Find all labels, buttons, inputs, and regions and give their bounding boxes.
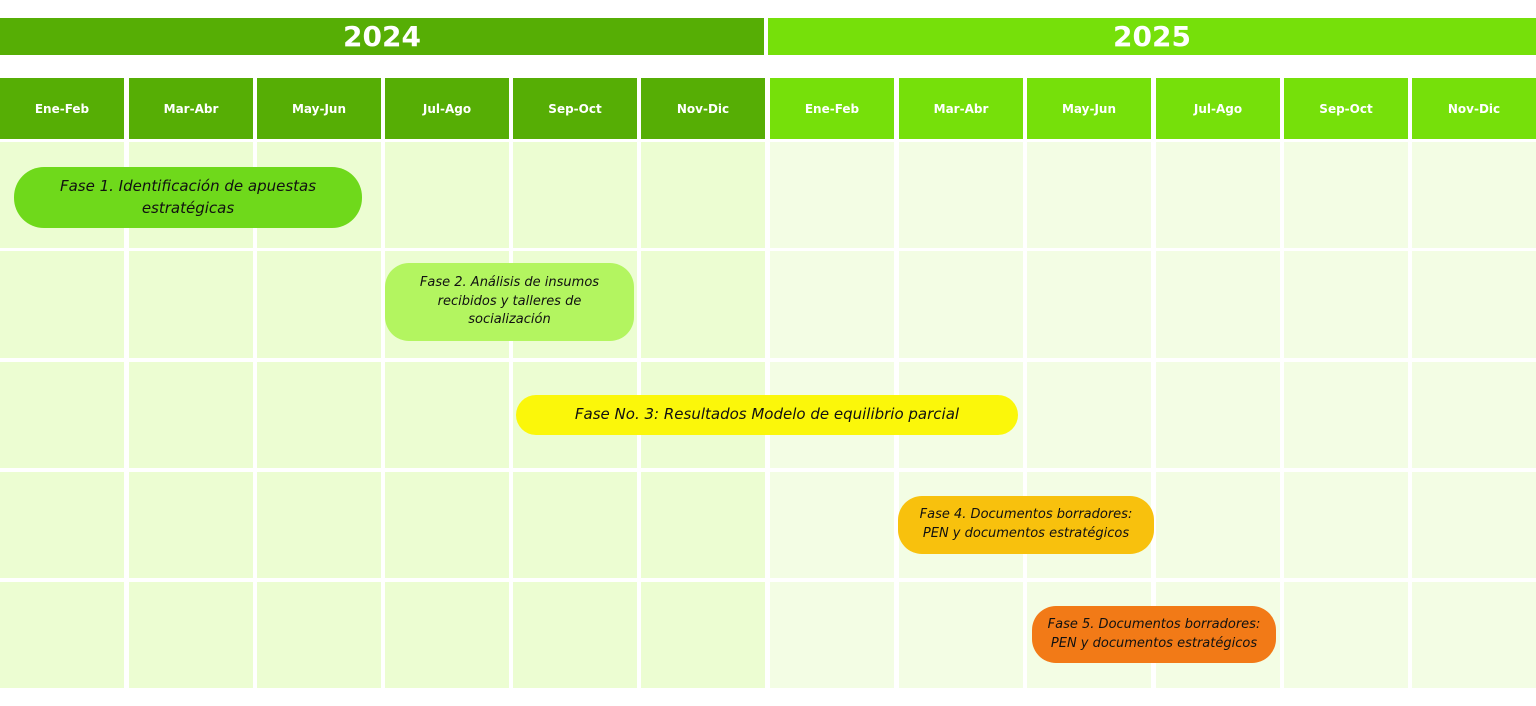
phase-2-bar: Fase 2. Análisis de insumos recibidos y … bbox=[385, 263, 634, 341]
grid-cell bbox=[899, 142, 1023, 248]
grid-cell bbox=[1412, 582, 1536, 688]
grid-cell bbox=[257, 362, 381, 468]
grid-cell bbox=[1284, 362, 1408, 468]
grid-cell bbox=[770, 251, 894, 358]
grid-cell bbox=[770, 582, 894, 688]
year-header-2025: 2025 bbox=[768, 18, 1536, 55]
grid-cell bbox=[129, 472, 253, 578]
grid-cell bbox=[641, 142, 765, 248]
phase-3-bar: Fase No. 3: Resultados Modelo de equilib… bbox=[516, 395, 1018, 435]
grid-cell bbox=[1156, 472, 1280, 578]
grid-cell bbox=[513, 472, 637, 578]
grid-cell bbox=[385, 472, 509, 578]
grid-cell bbox=[513, 582, 637, 688]
phase-1-bar: Fase 1. Identificación de apuestas estra… bbox=[14, 167, 362, 228]
period-header: Ene-Feb bbox=[0, 78, 124, 139]
grid-cell bbox=[0, 472, 124, 578]
grid-cell bbox=[770, 472, 894, 578]
period-header: Jul-Ago bbox=[1156, 78, 1280, 139]
grid-cell bbox=[899, 251, 1023, 358]
grid-cell bbox=[1027, 251, 1151, 358]
grid-cell bbox=[1156, 142, 1280, 248]
period-header: May-Jun bbox=[257, 78, 381, 139]
grid-cell bbox=[385, 362, 509, 468]
period-header: Jul-Ago bbox=[385, 78, 509, 139]
phase-5-bar: Fase 5. Documentos borradores: PEN y doc… bbox=[1032, 606, 1276, 663]
grid-cell bbox=[1284, 472, 1408, 578]
grid-cell bbox=[1284, 582, 1408, 688]
period-header: Nov-Dic bbox=[641, 78, 765, 139]
grid-cell bbox=[641, 472, 765, 578]
grid-cell bbox=[0, 362, 124, 468]
period-header: Sep-Oct bbox=[513, 78, 637, 139]
grid-cell bbox=[129, 362, 253, 468]
grid-cell bbox=[641, 251, 765, 358]
period-header: Nov-Dic bbox=[1412, 78, 1536, 139]
period-header: Mar-Abr bbox=[899, 78, 1023, 139]
grid-cell bbox=[641, 582, 765, 688]
period-header: Sep-Oct bbox=[1284, 78, 1408, 139]
grid-cell bbox=[0, 251, 124, 358]
grid-cell bbox=[770, 142, 894, 248]
grid-cell bbox=[1284, 142, 1408, 248]
grid-cell bbox=[385, 142, 509, 248]
grid-cell bbox=[1027, 362, 1151, 468]
grid-cell bbox=[129, 582, 253, 688]
grid-cell bbox=[513, 142, 637, 248]
grid-cell bbox=[257, 582, 381, 688]
grid-cell bbox=[1412, 251, 1536, 358]
period-header: Ene-Feb bbox=[770, 78, 894, 139]
grid-cell bbox=[1284, 251, 1408, 358]
period-header: May-Jun bbox=[1027, 78, 1151, 139]
grid-cell bbox=[1412, 362, 1536, 468]
grid-cell bbox=[0, 582, 124, 688]
grid-cell bbox=[899, 582, 1023, 688]
grid-cell bbox=[1156, 251, 1280, 358]
grid-cell bbox=[257, 472, 381, 578]
grid-cell bbox=[385, 582, 509, 688]
period-header: Mar-Abr bbox=[129, 78, 253, 139]
phase-4-bar: Fase 4. Documentos borradores: PEN y doc… bbox=[898, 496, 1154, 554]
grid-cell bbox=[1412, 142, 1536, 248]
grid-cell bbox=[257, 251, 381, 358]
year-header-2024: 2024 bbox=[0, 18, 764, 55]
grid-cell bbox=[129, 251, 253, 358]
grid-cell bbox=[1412, 472, 1536, 578]
grid-cell bbox=[1156, 362, 1280, 468]
grid-cell bbox=[1027, 142, 1151, 248]
